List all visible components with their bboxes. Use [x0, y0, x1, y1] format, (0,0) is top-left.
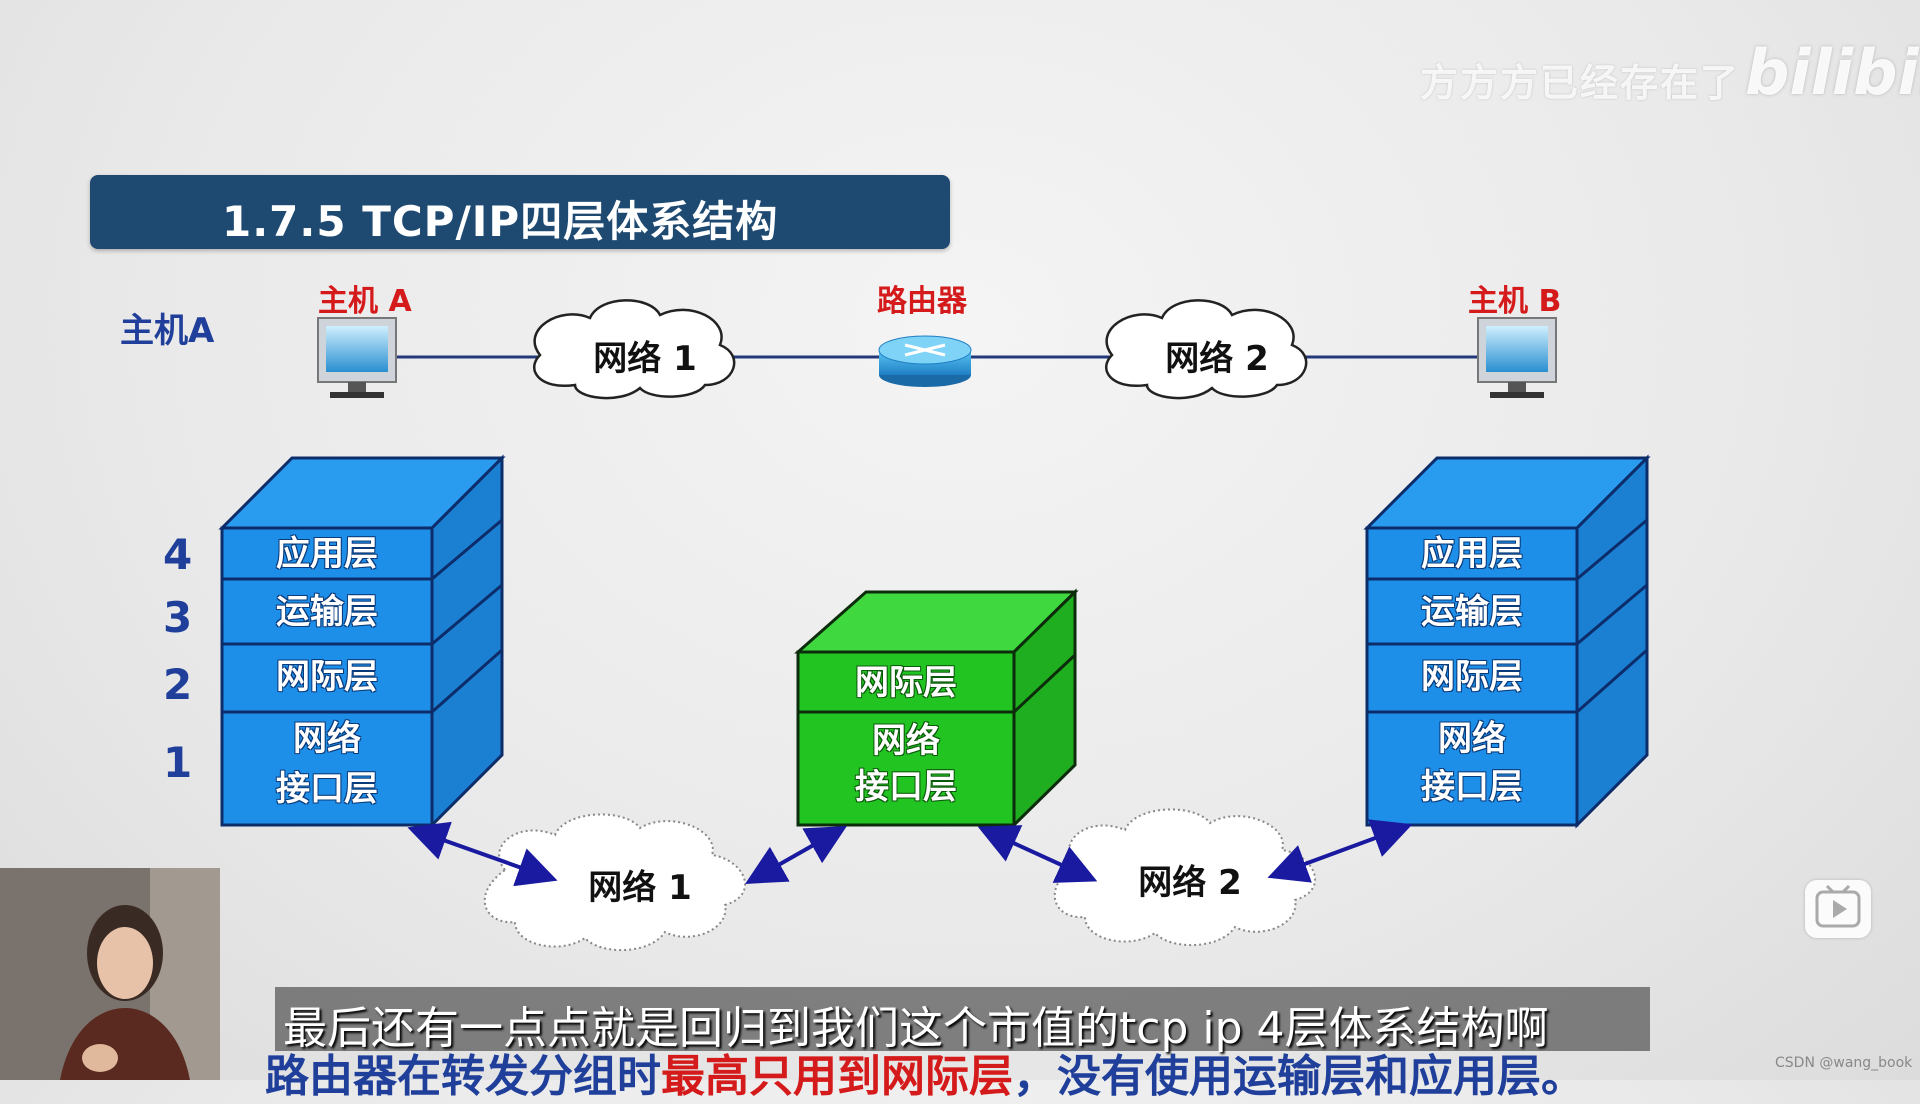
caption-part-1: 路由器在转发分组时: [265, 1051, 661, 1102]
network-1-bottom-label: 网络 1: [588, 868, 692, 908]
router-interface-layer: 接口层: [855, 767, 957, 807]
computer-icon-host-b: [1477, 317, 1557, 398]
slide-title: 1.7.5 TCP/IP四层体系结构: [222, 197, 779, 246]
router-icon: [878, 335, 972, 387]
router-layer-stack: [794, 588, 1079, 829]
host-a-network-label: 网络: [293, 719, 361, 759]
cloud-network-2-bottom: [1053, 808, 1316, 947]
network-1-top-label: 网络 1: [593, 339, 697, 379]
network-2-top-label: 网络 2: [1165, 339, 1269, 379]
host-b-transport-layer: 运输层: [1421, 592, 1523, 632]
host-a-heading: 主机A: [120, 311, 215, 351]
host-a-interface-layer: 接口层: [276, 769, 378, 809]
caption-part-3: ，没有使用运输层和应用层。: [1013, 1051, 1585, 1102]
cloud-network-1-top: [533, 299, 736, 400]
arrow-router-net2: [977, 825, 1098, 883]
play-icon: [1815, 884, 1861, 928]
video-subtitle: 最后还有一点点就是回归到我们这个市值的tcp ip 4层体系结构啊: [283, 1003, 1549, 1054]
subtitle-background: [275, 987, 1650, 1051]
presenter-webcam: [0, 868, 220, 1080]
uploader-watermark: 方方方已经存在了: [1420, 61, 1741, 105]
layer-number-4: 4: [163, 530, 193, 579]
caption-highlight: 最高只用到网际层: [661, 1051, 1013, 1102]
layer-number-3: 3: [163, 593, 193, 642]
host-a-transport-layer: 运输层: [276, 592, 378, 632]
host-a-internet-layer: 网际层: [276, 657, 378, 697]
host-a-application-layer: 应用层: [276, 534, 378, 574]
host-b-layer-stack: [1363, 454, 1651, 829]
host-b-interface-layer: 接口层: [1421, 767, 1523, 807]
cloud-network-2-top: [1105, 299, 1308, 400]
network-diagram: [218, 299, 1651, 952]
host-b-label: 主机 B: [1468, 284, 1562, 319]
host-b-network-label: 网络: [1438, 719, 1506, 759]
slide-title-bar: [90, 175, 950, 249]
play-button[interactable]: [1805, 880, 1871, 938]
csdn-credit: CSDN @wang_book: [1775, 1055, 1913, 1071]
host-a-label: 主机 A: [318, 284, 412, 319]
arrow-net2-hostb: [1267, 819, 1413, 883]
network-2-bottom-label: 网络 2: [1138, 863, 1242, 903]
router-internet-layer: 网际层: [855, 663, 957, 703]
host-a-layer-stack: [218, 454, 506, 829]
router-network-label: 网络: [872, 721, 940, 761]
arrow-hosta-net1: [407, 821, 558, 887]
bilibili-logo: bilibili: [1745, 36, 1920, 109]
layer-number-2: 2: [163, 660, 193, 709]
computer-icon-host-a: [317, 317, 397, 398]
host-b-internet-layer: 网际层: [1421, 657, 1523, 697]
host-b-application-layer: 应用层: [1421, 534, 1523, 574]
router-label: 路由器: [877, 284, 967, 319]
layer-number-1: 1: [163, 738, 193, 787]
arrow-net1-router: [745, 826, 847, 884]
